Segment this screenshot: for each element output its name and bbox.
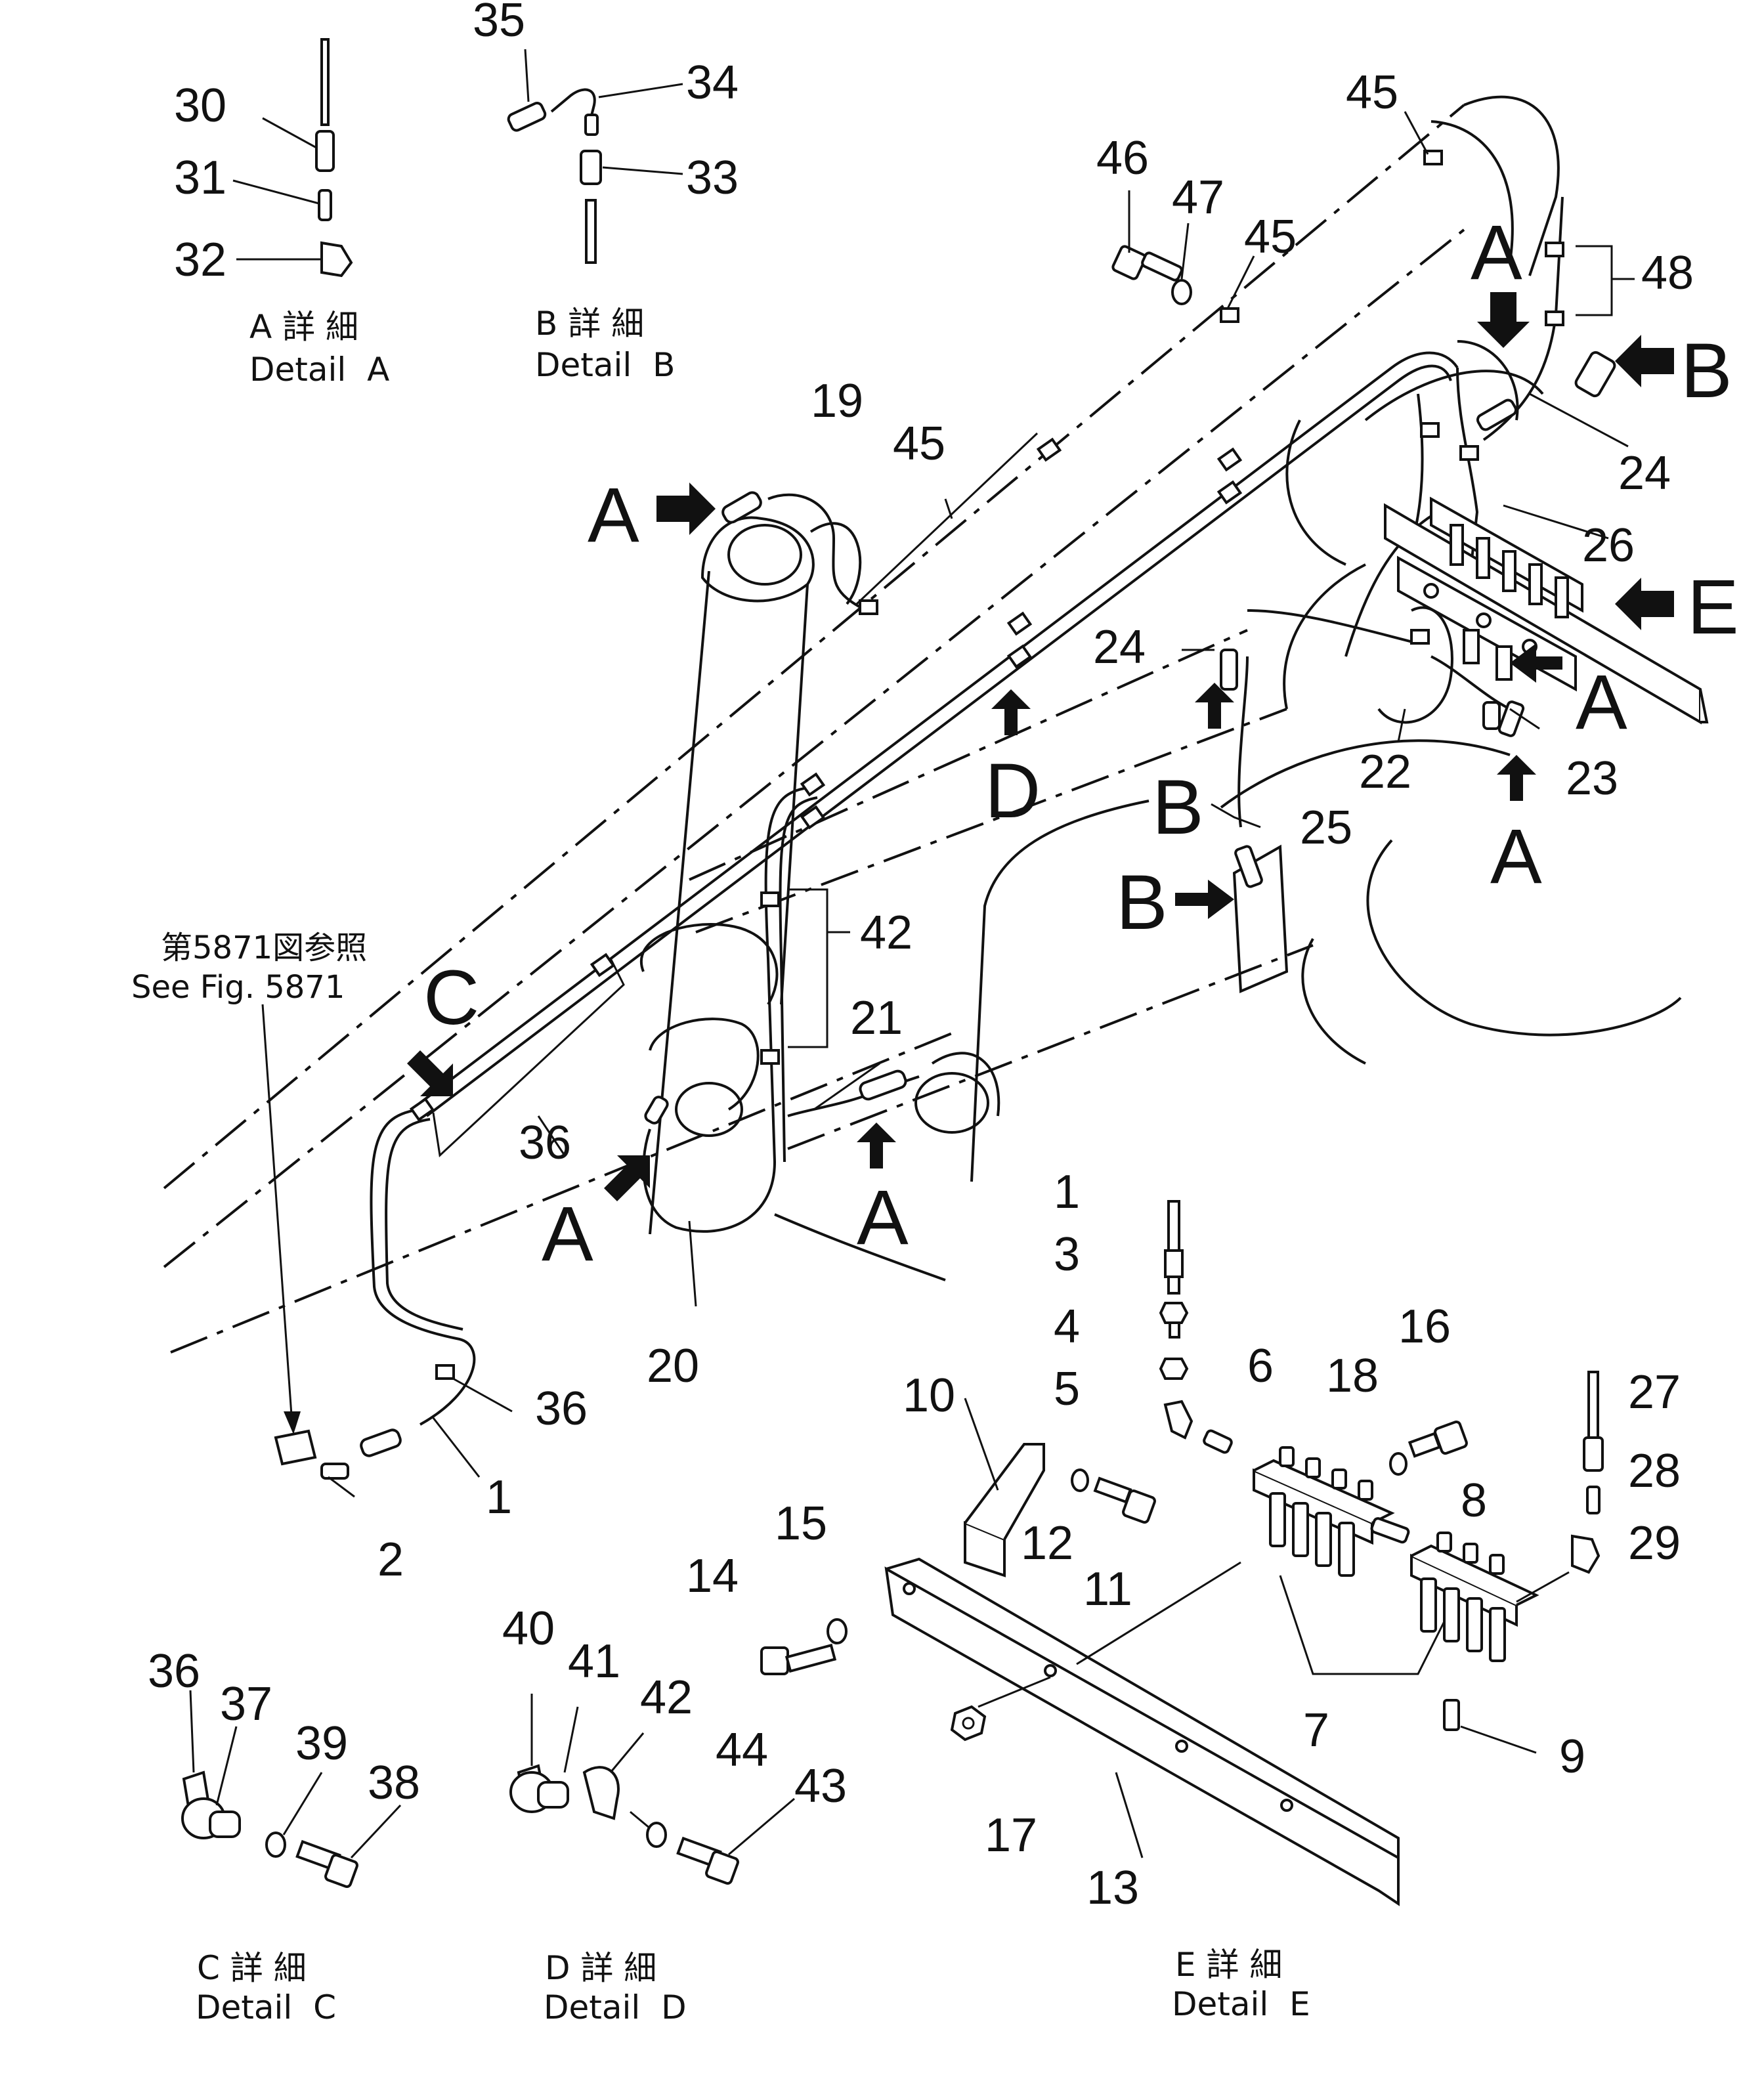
- callout-30: 30: [174, 79, 226, 132]
- callout-22: 22: [1359, 746, 1411, 798]
- detail-c-caption-jp: C 詳 細: [197, 1949, 307, 1987]
- detail-d-parts: [509, 1694, 795, 1885]
- callout-5: 5: [1054, 1363, 1080, 1415]
- callout-19: 19: [811, 375, 863, 427]
- view-label-e: E: [1687, 564, 1739, 651]
- callout-24-center: 24: [1093, 621, 1146, 674]
- callout-1-detail-e: 1: [1054, 1166, 1080, 1218]
- detail-b-parts: [507, 49, 683, 264]
- callout-2: 2: [377, 1533, 404, 1586]
- detail-e-parts: [760, 1200, 1604, 1906]
- view-label-b: B: [1152, 764, 1204, 851]
- view-label-d: D: [985, 748, 1041, 834]
- reference-note-jp: 第5871図参照: [161, 930, 367, 966]
- view-arrow-shapes: [407, 292, 1674, 1201]
- detail-captions: A 詳 細 Detail A B 詳 細 Detail B C 詳 細 Deta…: [196, 305, 1310, 2026]
- callout-14: 14: [686, 1550, 739, 1602]
- callout-1-lower: 1: [486, 1471, 512, 1524]
- callout-42-detail-d: 42: [640, 1671, 693, 1724]
- callout-36-detail-c: 36: [148, 1645, 200, 1698]
- view-arrow-labels: A A A A A A B B B C D E: [423, 209, 1739, 1277]
- part-callouts: 30 31 32 35 34 33 45 46 47 45 48 19 45 2…: [148, 0, 1694, 1914]
- callout-12: 12: [1021, 1517, 1073, 1570]
- callout-20: 20: [647, 1340, 699, 1392]
- callout-45-top: 45: [1346, 66, 1398, 119]
- boom-outline: [163, 95, 1682, 1354]
- view-label-a: A: [1576, 659, 1627, 746]
- callout-32: 32: [174, 234, 226, 286]
- view-label-c: C: [423, 954, 479, 1041]
- callout-27: 27: [1628, 1366, 1681, 1419]
- detail-a-parts: [232, 38, 353, 278]
- callout-45-mid: 45: [1244, 211, 1297, 263]
- callout-25: 25: [1300, 802, 1352, 854]
- callout-45-left: 45: [893, 418, 945, 470]
- callout-33: 33: [686, 152, 739, 204]
- callout-4: 4: [1054, 1300, 1080, 1353]
- callout-23: 23: [1566, 752, 1618, 805]
- callout-42-main: 42: [860, 907, 913, 959]
- callout-35: 35: [473, 0, 525, 47]
- callout-34: 34: [686, 56, 739, 109]
- detail-e-caption-en: Detail E: [1172, 1985, 1310, 2023]
- callout-39: 39: [295, 1717, 348, 1770]
- callout-11: 11: [1083, 1563, 1132, 1616]
- view-label-a: A: [542, 1191, 593, 1277]
- grease-piping: [370, 196, 1564, 1426]
- callout-47: 47: [1172, 171, 1224, 224]
- detail-d-caption-jp: D 詳 細: [545, 1949, 656, 1987]
- detail-a-caption-en: Detail A: [249, 351, 389, 389]
- detail-b-caption-jp: B 詳 細: [535, 305, 644, 343]
- group-brackets: [328, 393, 1629, 1498]
- callout-24-right: 24: [1618, 447, 1671, 500]
- callout-38: 38: [368, 1757, 420, 1809]
- callout-3: 3: [1054, 1228, 1080, 1281]
- callout-26: 26: [1582, 519, 1635, 572]
- callout-18: 18: [1326, 1350, 1379, 1402]
- callout-13: 13: [1086, 1862, 1139, 1914]
- lube-fittings: [274, 351, 1616, 1480]
- callout-46: 46: [1096, 132, 1149, 184]
- callout-29: 29: [1628, 1517, 1681, 1570]
- detail-d-caption-en: Detail D: [544, 1988, 687, 2026]
- detail-a-caption-jp: A 詳 細: [249, 308, 358, 346]
- view-label-a: A: [1490, 813, 1542, 900]
- callout-44: 44: [716, 1724, 768, 1776]
- pipe-clamps: [409, 150, 1564, 1380]
- detail-e-caption-jp: E 詳 細: [1175, 1946, 1282, 1984]
- callout-37: 37: [220, 1678, 272, 1730]
- callout-41: 41: [568, 1635, 620, 1688]
- callout-21: 21: [850, 992, 903, 1044]
- view-label-a: A: [588, 472, 639, 559]
- reference-note: 第5871図参照 See Fig. 5871: [131, 930, 367, 1006]
- detail-b-caption-en: Detail B: [535, 346, 675, 384]
- callout-36-main: 36: [519, 1117, 571, 1169]
- callout-15: 15: [775, 1497, 827, 1550]
- callout-7: 7: [1303, 1704, 1329, 1757]
- detail-c-caption-en: Detail C: [196, 1988, 336, 2026]
- callout-9: 9: [1559, 1730, 1585, 1783]
- detail-c-parts: [181, 1690, 402, 1888]
- reference-arrow: [261, 1004, 301, 1434]
- top-bolts: [1111, 111, 1635, 316]
- callout-36-lower: 36: [535, 1382, 588, 1435]
- view-label-a: A: [1471, 209, 1522, 296]
- callout-48: 48: [1641, 247, 1694, 299]
- callout-28: 28: [1628, 1445, 1681, 1497]
- view-label-b: B: [1681, 328, 1732, 414]
- callout-10: 10: [903, 1369, 955, 1422]
- view-label-a: A: [857, 1174, 909, 1261]
- callout-31: 31: [174, 152, 226, 204]
- callout-17: 17: [985, 1809, 1037, 1862]
- callout-16: 16: [1398, 1300, 1451, 1353]
- reference-note-en: See Fig. 5871: [131, 969, 345, 1006]
- callout-8: 8: [1461, 1474, 1487, 1527]
- view-label-b: B: [1116, 859, 1168, 946]
- callout-43: 43: [794, 1760, 847, 1812]
- callout-40: 40: [502, 1602, 555, 1655]
- callout-6: 6: [1247, 1340, 1274, 1392]
